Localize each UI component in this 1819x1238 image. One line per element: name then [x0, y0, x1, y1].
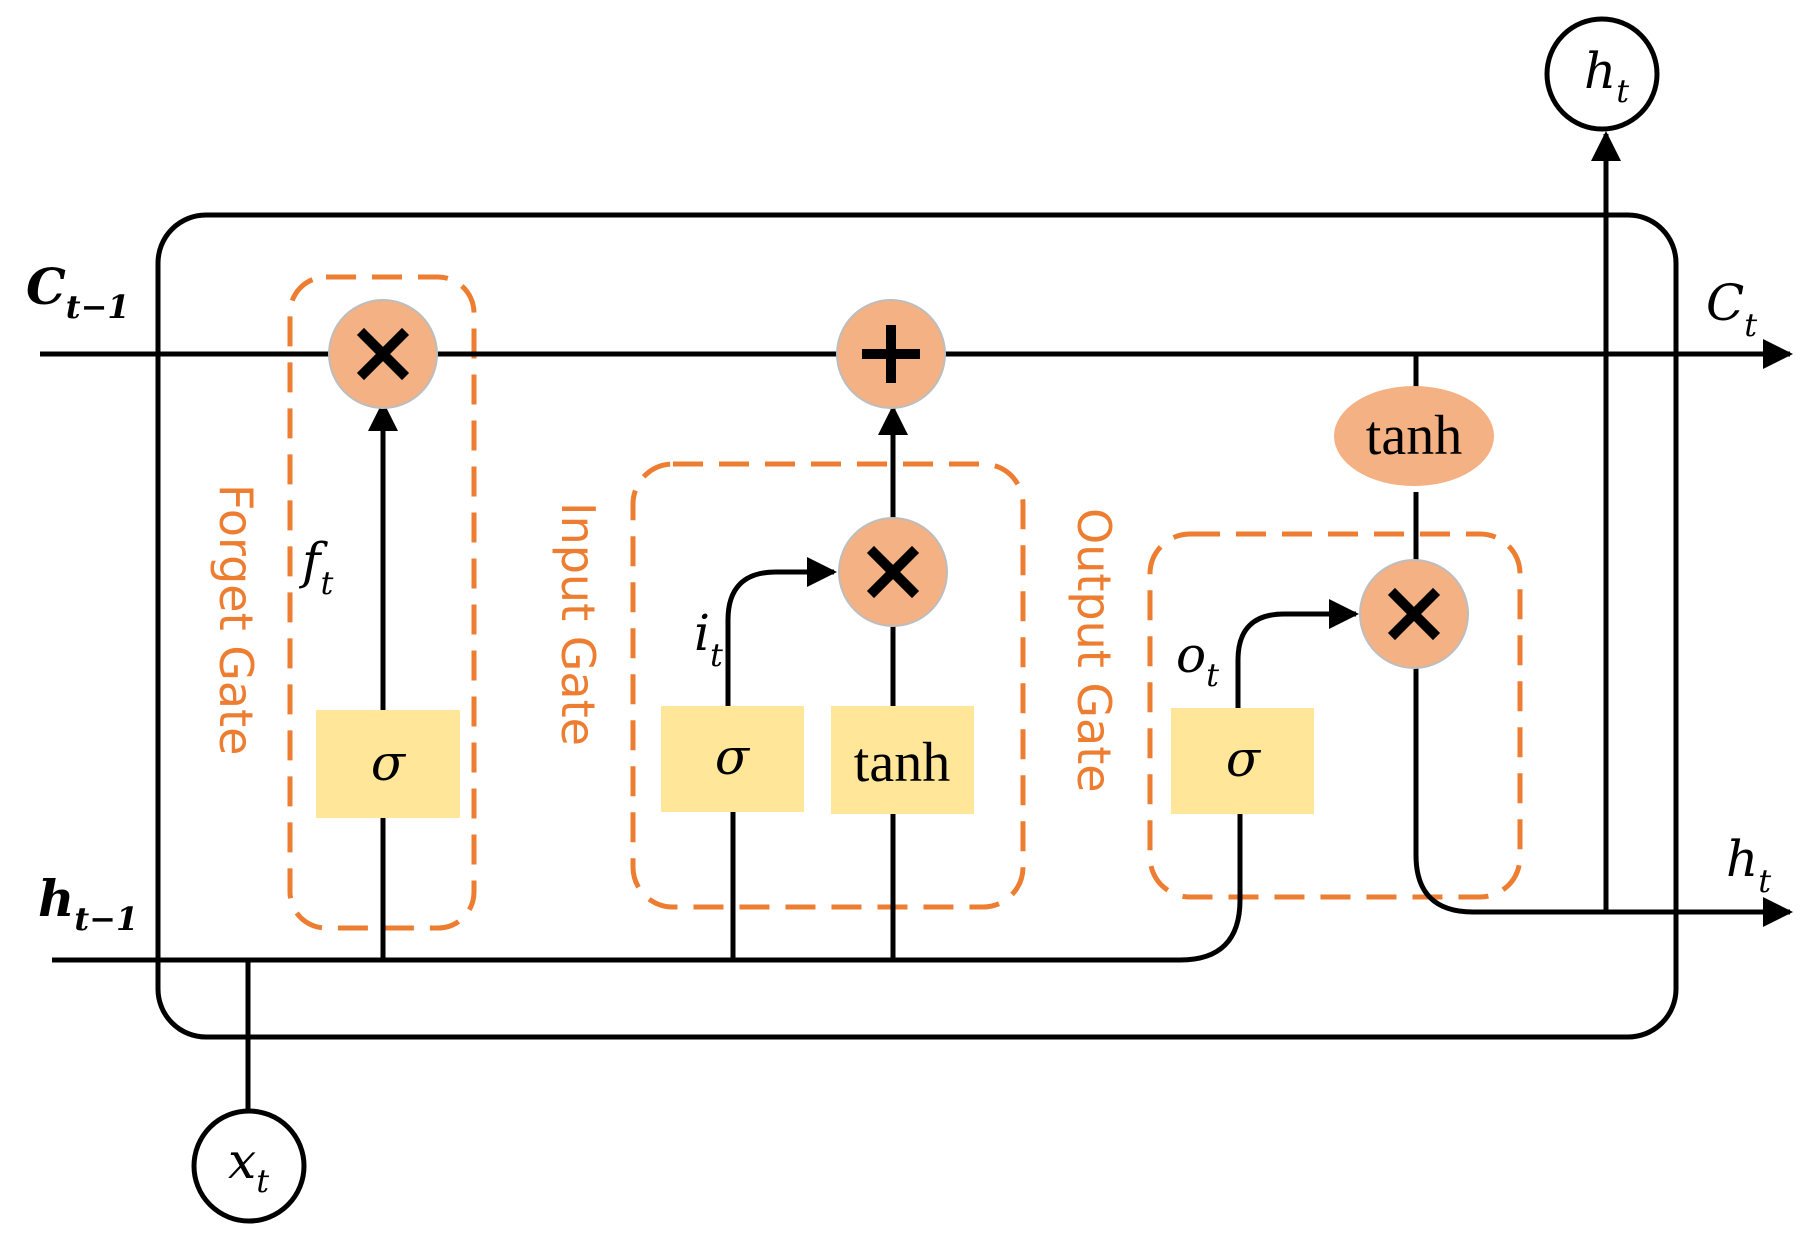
h-out-label: ht	[1584, 42, 1629, 110]
output-gate-region	[1147, 531, 1523, 900]
c-prev-label: Ct−1	[26, 257, 130, 326]
cell-boundary	[155, 212, 1679, 1040]
forget-multiply-node	[328, 299, 438, 409]
output-gate-label: Output Gate	[1067, 508, 1121, 793]
h-output-node	[1544, 16, 1660, 132]
forget-gate-region	[287, 274, 477, 931]
input-gate-region	[630, 461, 1026, 910]
o-t-label: ot	[1176, 626, 1219, 694]
input-tanh-layer: tanh	[831, 706, 974, 814]
f-t-label: ft	[298, 532, 334, 602]
input-gate-label: Input Gate	[551, 502, 605, 746]
output-mult-to-hidden	[1413, 668, 1793, 927]
svg-text:tanh: tanh	[854, 732, 950, 794]
cell-add-node	[836, 299, 946, 409]
svg-text:σ: σ	[1226, 730, 1262, 788]
input-sigma-to-mult	[725, 557, 837, 707]
i-t-label: it	[694, 604, 723, 674]
svg-text:σ: σ	[371, 734, 407, 792]
input-multiply-node	[838, 517, 948, 627]
hidden-input-line	[52, 795, 1243, 963]
input-sigma-layer: σ	[661, 706, 804, 812]
output-multiply-node	[1359, 559, 1469, 669]
svg-text:σ: σ	[715, 728, 751, 786]
output-sigma-to-mult	[1235, 599, 1359, 710]
forget-sigma-layer: σ	[316, 710, 460, 818]
h-prev-label: ht−1	[38, 869, 138, 938]
svg-text:tanh: tanh	[1366, 405, 1462, 467]
c-next-label: Ct	[1706, 274, 1757, 344]
x-input-node	[191, 1108, 307, 1224]
output-sigma-layer: σ	[1171, 708, 1314, 814]
cell-tanh-node: tanh	[1334, 386, 1494, 486]
x-in-label: xt	[228, 1132, 269, 1200]
forget-gate-label: Forget Gate	[209, 484, 263, 755]
h-next-label: ht	[1726, 830, 1771, 900]
